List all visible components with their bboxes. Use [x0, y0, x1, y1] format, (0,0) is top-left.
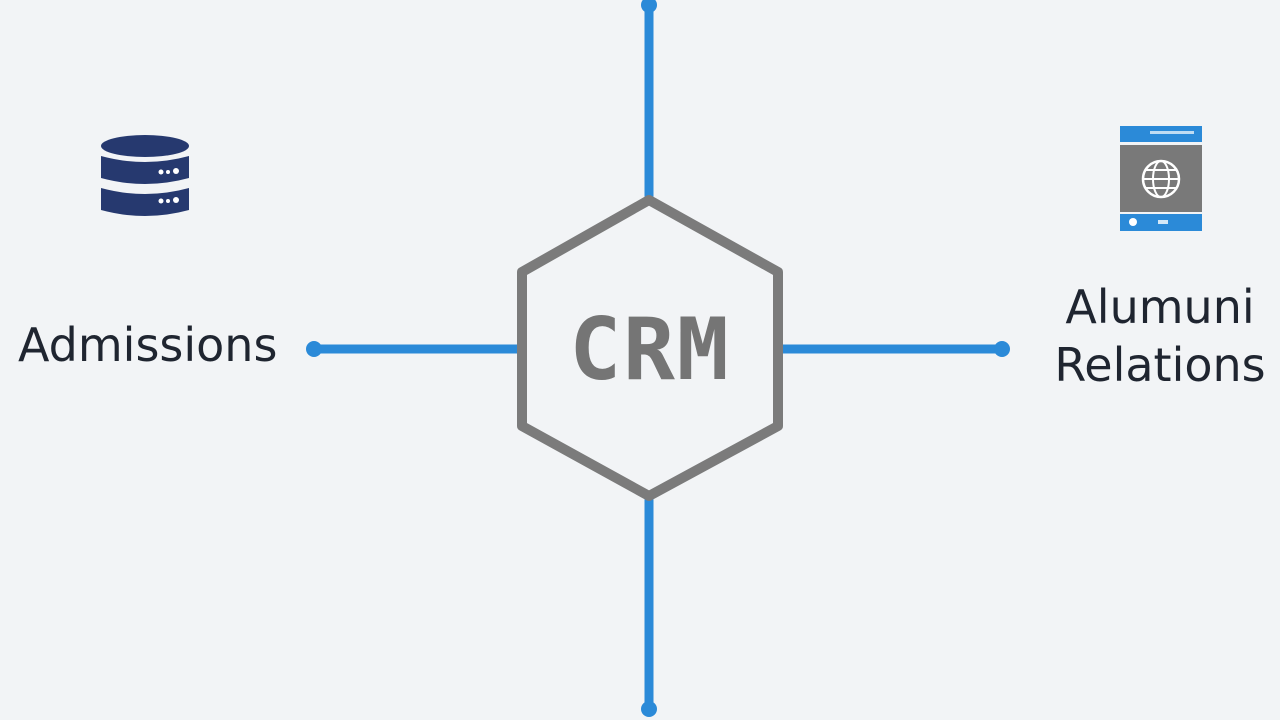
alumni-label-line2: Relations [1054, 338, 1266, 392]
alumni-relations-label: Alumuni Relations [1040, 278, 1280, 394]
connector-top [641, 0, 657, 201]
crm-hexagon [517, 195, 783, 501]
alumni-label-line1: Alumuni [1065, 280, 1255, 334]
admissions-label: Admissions [18, 318, 278, 372]
connector-right [777, 341, 1010, 357]
database-icon [101, 135, 189, 216]
connector-left [306, 341, 523, 357]
connector-bottom [641, 495, 657, 717]
crm-label: CRM [569, 300, 731, 400]
web-browser-globe-icon [1120, 126, 1202, 231]
